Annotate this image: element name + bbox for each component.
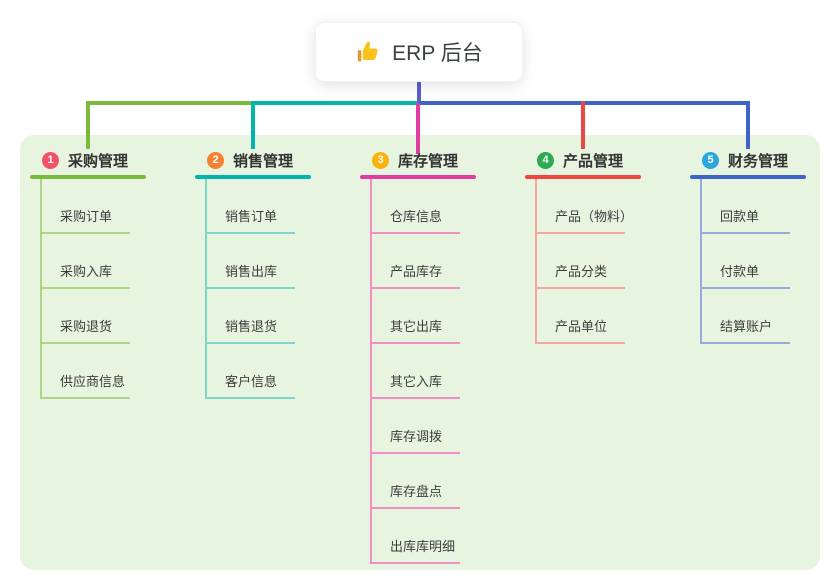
branch-underline: [525, 175, 641, 179]
badge-4: 4: [537, 152, 554, 169]
badge-5: 5: [702, 152, 719, 169]
child-node[interactable]: 出库库明细: [370, 509, 460, 564]
branch-purchase-title[interactable]: 1 采购管理: [30, 146, 146, 175]
branch-product: 4 产品管理 产品（物料） 产品分类 产品单位: [525, 146, 641, 344]
connector-horizontal-sales: [253, 101, 418, 105]
root-node[interactable]: ERP 后台: [315, 22, 523, 82]
badge-1: 1: [42, 152, 59, 169]
branch-label: 采购管理: [68, 153, 129, 170]
child-node[interactable]: 采购退货: [40, 289, 130, 344]
branch-underline: [30, 175, 146, 179]
root-title: ERP 后台: [392, 42, 483, 65]
connector-drop-product: [581, 101, 585, 149]
branch-product-title[interactable]: 4 产品管理: [525, 146, 641, 175]
connector-root-vertical: [417, 81, 421, 104]
branch-finance-title[interactable]: 5 财务管理: [690, 146, 806, 175]
child-node[interactable]: 采购订单: [40, 179, 130, 234]
branch-product-children: 产品（物料） 产品分类 产品单位: [525, 179, 641, 344]
child-node[interactable]: 销售出库: [205, 234, 295, 289]
connector-drop-finance: [746, 101, 750, 149]
child-node[interactable]: 库存盘点: [370, 454, 460, 509]
connector-drop-sales: [251, 101, 255, 149]
child-node[interactable]: 产品分类: [535, 234, 625, 289]
branch-finance-children: 回款单 付款单 结算账户: [690, 179, 806, 344]
child-node[interactable]: 回款单: [700, 179, 790, 234]
branch-inventory-title[interactable]: 3 库存管理: [360, 146, 476, 175]
child-node[interactable]: 产品单位: [535, 289, 625, 344]
branch-label: 库存管理: [398, 153, 459, 170]
child-node[interactable]: 销售订单: [205, 179, 295, 234]
branch-purchase-children: 采购订单 采购入库 采购退货 供应商信息: [30, 179, 146, 399]
branch-sales: 2 销售管理 销售订单 销售出库 销售退货 客户信息: [195, 146, 311, 399]
branch-inventory-children: 仓库信息 产品库存 其它出库 其它入库 库存调拨 库存盘点 出库库明细: [360, 179, 476, 564]
branch-finance: 5 财务管理 回款单 付款单 结算账户: [690, 146, 806, 344]
branch-sales-children: 销售订单 销售出库 销售退货 客户信息: [195, 179, 311, 399]
child-node[interactable]: 库存调拨: [370, 399, 460, 454]
branch-label: 产品管理: [563, 153, 624, 170]
badge-3: 3: [372, 152, 389, 169]
child-node[interactable]: 供应商信息: [40, 344, 130, 399]
thumbs-up-icon: [355, 39, 381, 65]
branch-label: 销售管理: [233, 153, 294, 170]
branch-underline: [195, 175, 311, 179]
child-node[interactable]: 仓库信息: [370, 179, 460, 234]
connector-horizontal-purchase: [86, 101, 253, 105]
branch-sales-title[interactable]: 2 销售管理: [195, 146, 311, 175]
connector-drop-inventory: [416, 103, 420, 154]
child-node[interactable]: 采购入库: [40, 234, 130, 289]
badge-2: 2: [207, 152, 224, 169]
child-node[interactable]: 产品库存: [370, 234, 460, 289]
branch-underline: [360, 175, 476, 179]
connector-drop-purchase: [86, 101, 90, 149]
child-node[interactable]: 销售退货: [205, 289, 295, 344]
child-node[interactable]: 其它出库: [370, 289, 460, 344]
branch-label: 财务管理: [728, 153, 789, 170]
child-node[interactable]: 付款单: [700, 234, 790, 289]
child-node[interactable]: 其它入库: [370, 344, 460, 399]
branch-inventory: 3 库存管理 仓库信息 产品库存 其它出库 其它入库 库存调拨 库存盘点 出库库…: [360, 146, 476, 564]
branches-panel: [20, 135, 820, 570]
child-node[interactable]: 客户信息: [205, 344, 295, 399]
child-node[interactable]: 结算账户: [700, 289, 790, 344]
branch-purchase: 1 采购管理 采购订单 采购入库 采购退货 供应商信息: [30, 146, 146, 399]
branch-underline: [690, 175, 806, 179]
child-node[interactable]: 产品（物料）: [535, 179, 633, 234]
